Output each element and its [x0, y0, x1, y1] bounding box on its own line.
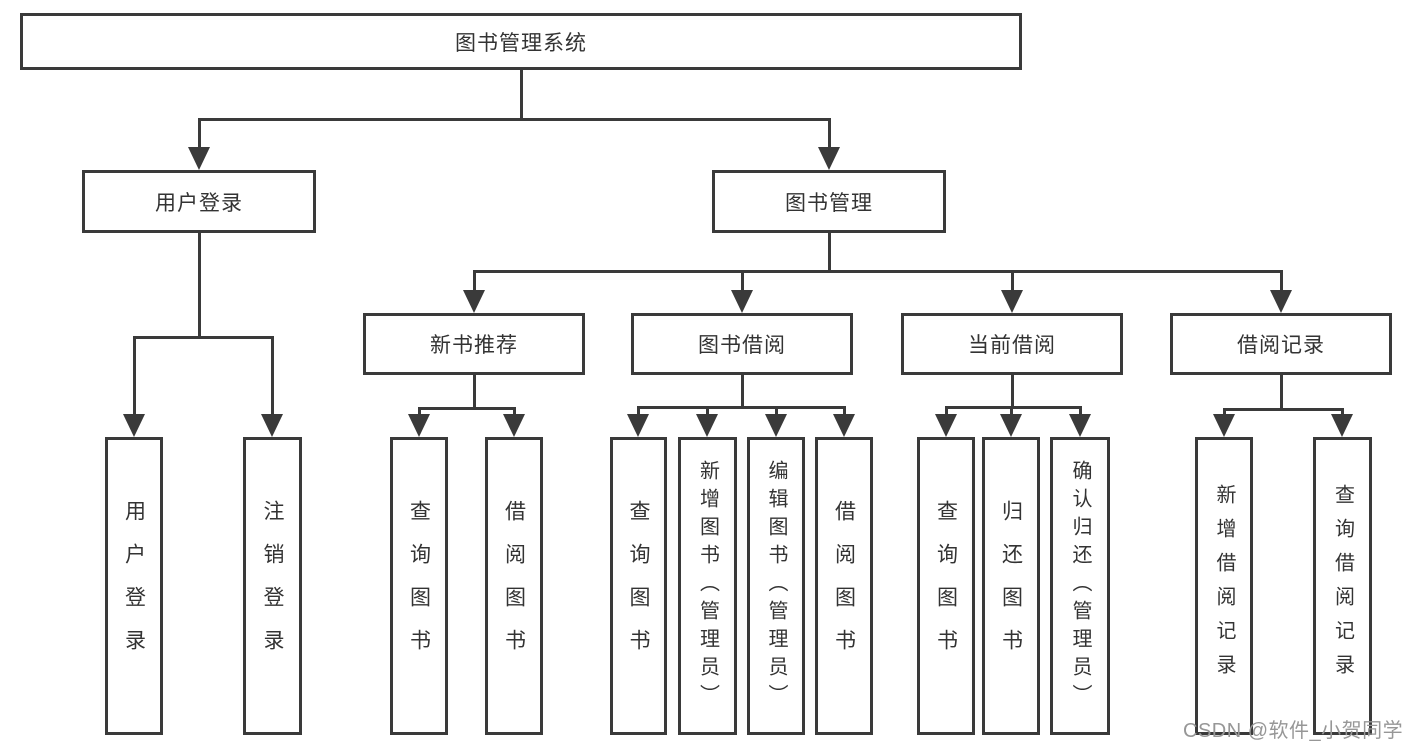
connector-current-borrow-branch	[945, 406, 1082, 409]
leaf-label: 新增图书（管理员）	[696, 460, 719, 712]
arrow-down-icon	[408, 414, 430, 437]
connector-drop-new-book	[473, 270, 476, 292]
arrow-down-icon	[818, 147, 840, 170]
connector-borrow-record-branch	[1223, 408, 1344, 411]
arrow-down-icon	[627, 414, 649, 437]
node-user-login: 用户登录	[82, 170, 316, 233]
connector-current-borrow-trunk	[1011, 373, 1014, 408]
connector-book-borrow-branch	[637, 406, 846, 409]
arrow-down-icon	[765, 414, 787, 437]
arrow-down-icon	[463, 290, 485, 313]
leaf-label: 借阅图书	[832, 500, 856, 672]
node-label: 图书管理	[785, 191, 873, 215]
leaf-query-book-borrow: 查询图书	[610, 437, 667, 735]
connector-new-book-trunk	[473, 373, 476, 409]
connector-drop-leaf	[1341, 408, 1344, 417]
leaf-label: 借阅图书	[502, 500, 526, 672]
node-label: 新书推荐	[430, 334, 518, 357]
connector-borrow-record-trunk	[1280, 373, 1283, 410]
node-book-borrow: 图书借阅	[631, 313, 853, 375]
connector-user-login-trunk	[198, 231, 201, 336]
connector-user-login-branch	[133, 336, 274, 339]
connector-drop-leaf	[706, 406, 709, 417]
arrow-down-icon	[1001, 290, 1023, 313]
connector-drop-leaf	[945, 406, 948, 417]
leaf-edit-book-admin: 编辑图书（管理员）	[747, 437, 805, 735]
connector-drop-book-borrow	[741, 270, 744, 292]
arrow-down-icon	[731, 290, 753, 313]
leaf-query-book-current: 查询图书	[917, 437, 975, 735]
arrow-down-icon	[1331, 414, 1353, 437]
node-label: 当前借阅	[968, 334, 1056, 357]
csdn-watermark: CSDN @软件_小贺同学	[1183, 720, 1404, 742]
connector-drop-leaf	[513, 407, 516, 417]
arrow-down-icon	[261, 414, 283, 437]
leaf-add-borrow-record: 新增借阅记录	[1195, 437, 1253, 735]
connector-drop-borrow-record	[1280, 270, 1283, 292]
leaf-query-borrow-record: 查询借阅记录	[1313, 437, 1372, 735]
arrow-down-icon	[1270, 290, 1292, 313]
connector-drop-leaf	[1223, 408, 1226, 417]
connector-book-borrow-trunk	[741, 373, 744, 408]
connector-new-book-branch	[418, 407, 516, 410]
arrow-down-icon	[1000, 414, 1022, 437]
leaf-label: 新增借阅记录	[1213, 484, 1235, 688]
node-label: 借阅记录	[1237, 334, 1325, 357]
leaf-query-book-newrec: 查询图书	[390, 437, 448, 735]
arrow-down-icon	[696, 414, 718, 437]
leaf-confirm-return-admin: 确认归还（管理员）	[1050, 437, 1110, 735]
connector-root-trunk	[520, 68, 523, 118]
leaf-borrow-book: 借阅图书	[815, 437, 873, 735]
connector-drop-leaf	[418, 407, 421, 417]
connector-drop-leaf	[843, 406, 846, 417]
connector-drop-book-mgmt	[828, 118, 831, 148]
connector-drop-current-borrow	[1011, 270, 1014, 292]
leaf-label: 查询图书	[407, 500, 431, 672]
leaf-label: 查询图书	[627, 500, 650, 672]
connector-drop-leaf	[637, 406, 640, 417]
node-book-mgmt: 图书管理	[712, 170, 946, 233]
arrow-down-icon	[503, 414, 525, 437]
connector-drop-leaf	[1010, 406, 1013, 417]
node-borrow-record: 借阅记录	[1170, 313, 1392, 375]
leaf-user-login: 用户登录	[105, 437, 163, 735]
arrow-down-icon	[123, 414, 145, 437]
arrow-down-icon	[188, 147, 210, 170]
arrow-down-icon	[833, 414, 855, 437]
node-label: 用户登录	[155, 191, 243, 215]
node-current-borrow: 当前借阅	[901, 313, 1123, 375]
connector-book-mgmt-branch	[473, 270, 1283, 273]
connector-book-mgmt-trunk	[828, 231, 831, 272]
leaf-logout: 注销登录	[243, 437, 302, 735]
connector-drop-user-login	[198, 118, 201, 148]
leaf-label: 用户登录	[122, 500, 146, 672]
node-root: 图书管理系统	[20, 13, 1022, 70]
node-new-book-rec: 新书推荐	[363, 313, 585, 375]
connector-root-branch	[198, 118, 831, 121]
leaf-label: 查询借阅记录	[1331, 484, 1354, 688]
leaf-return-book: 归还图书	[982, 437, 1040, 735]
arrow-down-icon	[1069, 414, 1091, 437]
leaf-label: 确认归还（管理员）	[1069, 460, 1091, 712]
arrow-down-icon	[935, 414, 957, 437]
connector-drop-leaf	[775, 406, 778, 417]
arrow-down-icon	[1213, 414, 1235, 437]
node-label: 图书借阅	[698, 334, 786, 357]
leaf-label: 查询图书	[934, 500, 958, 672]
leaf-label: 注销登录	[261, 500, 284, 672]
leaf-borrow-book-newrec: 借阅图书	[485, 437, 543, 735]
connector-drop-leaf	[133, 336, 136, 416]
connector-drop-leaf	[1079, 406, 1082, 417]
leaf-label: 归还图书	[999, 500, 1023, 672]
leaf-label: 编辑图书（管理员）	[765, 460, 787, 712]
connector-drop-leaf	[271, 336, 274, 416]
node-root-label: 图书管理系统	[455, 31, 587, 55]
leaf-add-book-admin: 新增图书（管理员）	[678, 437, 737, 735]
